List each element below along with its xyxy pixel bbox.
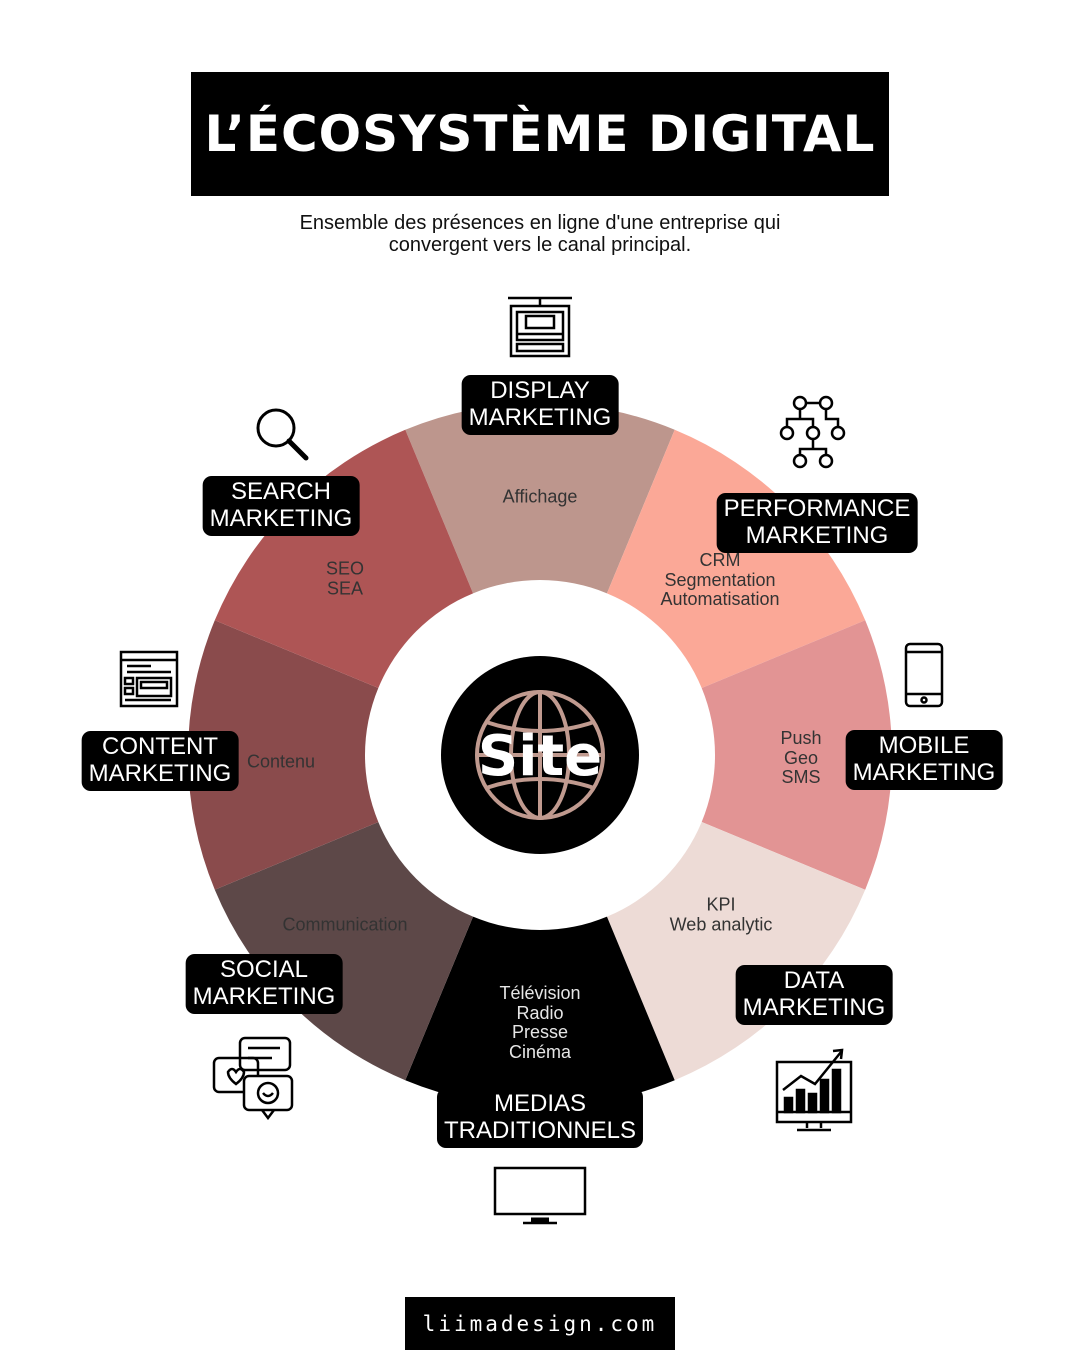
segment-data <box>597 812 866 1081</box>
magnifier-icon <box>256 408 309 461</box>
segment-item: Web analytic <box>669 914 773 934</box>
label-line: SEARCH <box>230 478 332 505</box>
label-line: MARKETING <box>745 522 889 549</box>
label-line: MARKETING <box>88 760 232 787</box>
label-line: DISPLAY <box>490 377 590 404</box>
segment-item: Segmentation <box>664 569 776 590</box>
label-line: TRADITIONNELS <box>443 1117 637 1144</box>
label-line: MARKETING <box>468 404 612 431</box>
segment-text-social: Communication <box>282 915 407 935</box>
subtitle-line-1: Ensemble des présences en ligne d'une en… <box>299 212 781 234</box>
label-line: MARKETING <box>192 983 336 1010</box>
ads-billboard-icon <box>508 296 572 358</box>
segment-mobile <box>678 620 893 890</box>
globe-icon <box>475 690 605 820</box>
label-line: DATA <box>783 967 845 994</box>
segment-text-search: SEO SEA <box>325 558 365 599</box>
segment-item: CRM <box>699 549 741 570</box>
segment-text-performance: CRM Segmentation Automatisation <box>660 549 780 610</box>
label-line: MEDIAS <box>493 1090 586 1117</box>
title-banner: L’ÉCOSYSTÈME DIGITAL <box>191 72 889 196</box>
segment-text-traditional: Télévision Radio Presse Cinéma <box>499 983 581 1062</box>
segment-item: SEO <box>325 558 365 579</box>
segment-search <box>214 429 483 698</box>
label-line: MARKETING <box>209 505 353 532</box>
chat-bubbles-icon <box>212 1036 294 1120</box>
label-line: MARKETING <box>742 994 886 1021</box>
label-line: MOBILE <box>878 732 970 759</box>
center-label: Site <box>478 724 602 789</box>
segment-item: SMS <box>781 766 821 787</box>
segment-item: Contenu <box>246 751 316 772</box>
segment-item: Automatisation <box>660 588 780 609</box>
subtitle: Ensemble des présences en ligne d'une en… <box>240 212 840 256</box>
label-content-marketing: CONTENT MARKETING <box>81 731 239 791</box>
segment-text-data: KPI Web analytic <box>669 894 773 935</box>
label-data-marketing: DATA MARKETING <box>735 965 893 1025</box>
segment-item: Affichage <box>502 486 578 507</box>
segment-text-mobile: Push Geo SMS <box>780 727 822 788</box>
segment-display <box>405 403 675 617</box>
label-search-marketing: SEARCH MARKETING <box>202 476 360 536</box>
segment-item: Radio <box>516 1002 564 1023</box>
segment-item: Cinéma <box>508 1041 572 1062</box>
chart-monitor-icon <box>775 1048 853 1132</box>
segment-content <box>187 620 402 890</box>
label-mobile-marketing: MOBILE MARKETING <box>845 730 1003 790</box>
footer-banner: liimadesign.com <box>405 1297 675 1350</box>
label-line: SOCIAL <box>219 956 309 983</box>
segment-performance <box>597 429 866 698</box>
segment-item: Presse <box>511 1022 569 1042</box>
label-performance-marketing: PERFORMANCE MARKETING <box>716 493 918 553</box>
smartphone-icon <box>904 642 944 708</box>
segment-item: Télévision <box>499 983 581 1003</box>
network-tree-icon <box>779 395 846 469</box>
subtitle-line-2: convergent vers le canal principal. <box>388 234 692 256</box>
label-line: CONTENT <box>102 733 218 760</box>
label-line: MARKETING <box>852 759 996 786</box>
segment-text-content: Contenu <box>247 752 315 772</box>
label-line: PERFORMANCE <box>723 495 911 522</box>
segment-item: KPI <box>706 894 736 915</box>
label-display-marketing: DISPLAY MARKETING <box>461 375 619 435</box>
label-medias-traditionnels: MEDIAS TRADITIONNELS <box>436 1088 644 1148</box>
segment-traditional <box>405 893 675 1108</box>
segment-text-display: Affichage <box>503 487 578 507</box>
segment-social <box>214 812 483 1081</box>
webpage-layout-icon <box>119 650 179 708</box>
segment-item: SEA <box>326 578 364 598</box>
page-title: L’ÉCOSYSTÈME DIGITAL <box>204 105 876 163</box>
label-social-marketing: SOCIAL MARKETING <box>185 954 343 1014</box>
segment-item: Communication <box>282 914 408 935</box>
segment-item: Geo <box>783 747 819 768</box>
tv-icon <box>493 1166 587 1225</box>
footer-website[interactable]: liimadesign.com <box>422 1311 658 1336</box>
segment-item: Push <box>780 727 822 748</box>
